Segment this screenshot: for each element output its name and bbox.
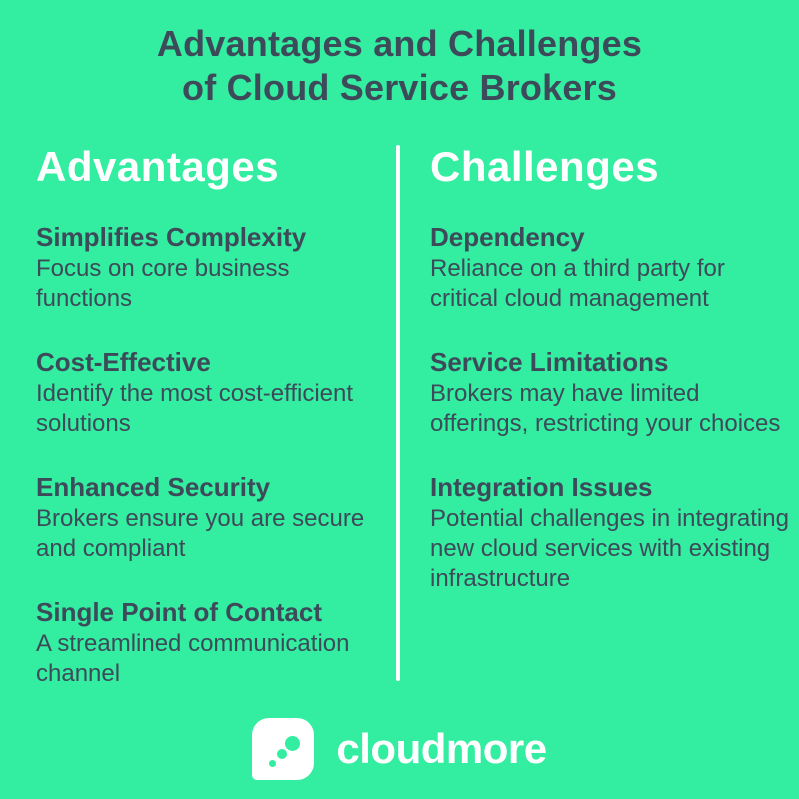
item-description-line: Brokers may have limited	[430, 380, 700, 407]
challenges-column: Challenges Dependency Reliance on a thir…	[430, 143, 792, 594]
item-title: Single Point of Contact	[36, 597, 322, 627]
item-description-line: offerings, restricting your choices	[430, 410, 781, 437]
page-title-line-2: of Cloud Service Brokers	[182, 67, 617, 108]
logo-dot-medium-icon	[277, 749, 288, 759]
item-title: Enhanced Security	[36, 472, 271, 502]
item-description-line: solutions	[36, 410, 131, 437]
item-title: Dependency	[430, 222, 585, 252]
item-description-line: channel	[36, 660, 121, 687]
challenges-header: Challenges	[430, 143, 660, 190]
challenge-item-integration-issues: Integration Issues Potential challenges …	[430, 470, 792, 594]
page-title: Advantages and Challenges of Cloud Servi…	[0, 22, 799, 110]
item-description-line: Reliance on a third party for	[430, 255, 725, 282]
brand-name: cloudmore	[336, 725, 547, 772]
item-description-line: critical cloud management	[430, 285, 709, 312]
logo-dot-large-icon	[285, 736, 301, 751]
item-description-line: new cloud services with existing	[430, 535, 771, 562]
challenge-item-dependency: Dependency Reliance on a third party for…	[430, 220, 792, 314]
item-description-line: functions	[36, 285, 133, 312]
cloudmore-logo-icon	[252, 718, 315, 780]
item-description-line: A streamlined communication	[36, 630, 350, 657]
item-description-line: infrastructure	[430, 565, 571, 592]
challenge-item-service-limitations: Service Limitations Brokers may have lim…	[430, 345, 792, 439]
advantage-item-cost-effective: Cost-Effective Identify the most cost-ef…	[36, 345, 381, 439]
item-description-line: and compliant	[36, 535, 186, 562]
advantage-item-single-point-of-contact: Single Point of Contact A streamlined co…	[36, 595, 381, 689]
advantages-header: Advantages	[36, 143, 280, 190]
advantage-item-enhanced-security: Enhanced Security Brokers ensure you are…	[36, 470, 381, 564]
item-title: Cost-Effective	[36, 347, 211, 377]
logo-dot-small-icon	[269, 760, 277, 767]
advantages-column: Advantages Simplifies Complexity Focus o…	[36, 143, 381, 689]
item-title: Service Limitations	[430, 347, 669, 377]
page-title-line-1: Advantages and Challenges	[156, 23, 643, 64]
item-title: Simplifies Complexity	[36, 222, 307, 252]
advantage-item-simplifies-complexity: Simplifies Complexity Focus on core busi…	[36, 220, 381, 314]
brand-footer: cloudmore	[0, 716, 799, 782]
item-description-line: Identify the most cost-efficient	[36, 380, 354, 407]
column-divider	[396, 145, 400, 681]
item-title: Integration Issues	[430, 472, 653, 502]
item-description-line: Brokers ensure you are secure	[36, 505, 365, 532]
item-description-line: Focus on core business	[36, 255, 290, 282]
item-description-line: Potential challenges in integrating	[430, 505, 789, 532]
